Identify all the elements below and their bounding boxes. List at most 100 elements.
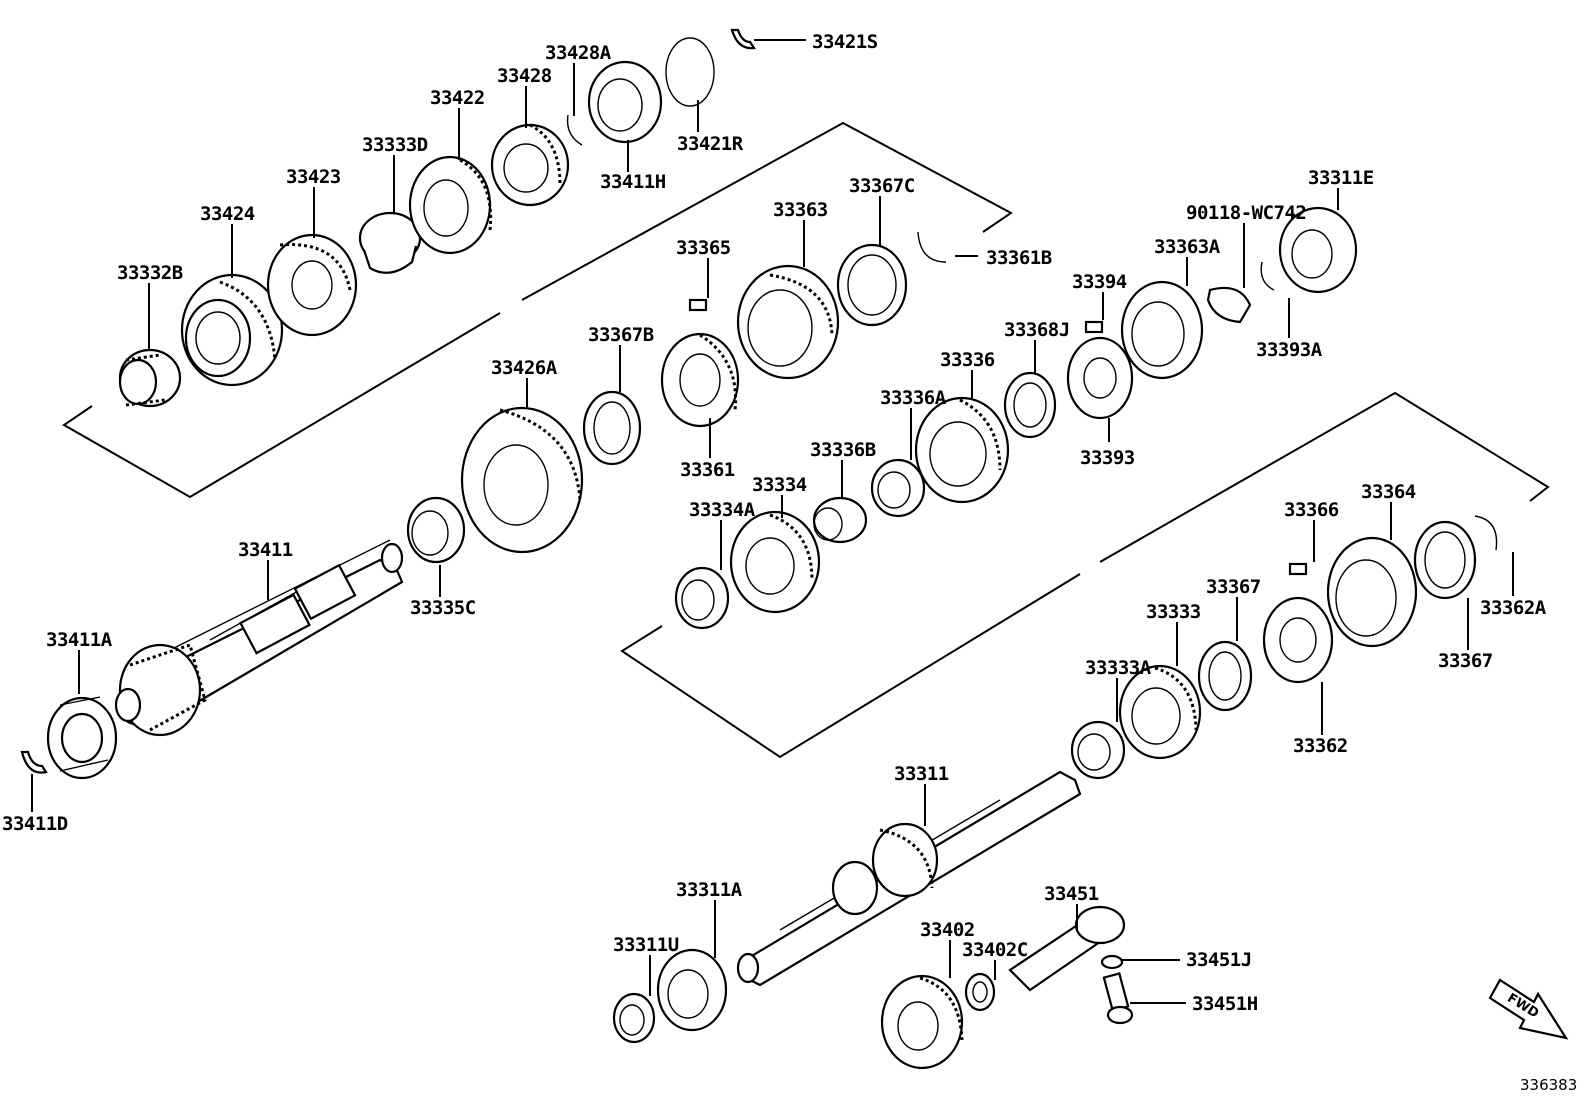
part-label-33428A: 33428A — [545, 42, 612, 64]
part-label-33411H: 33411H — [600, 171, 666, 193]
part-label-33411: 33411 — [238, 539, 293, 561]
part-label-33422: 33422 — [430, 87, 485, 109]
part-label-33364: 33364 — [1361, 481, 1416, 503]
part-label-33368J: 33368J — [1004, 319, 1070, 341]
gear-33424 — [180, 273, 284, 387]
fwd-arrow-icon: FWD — [1488, 978, 1569, 1040]
leader-lines — [31, 39, 1514, 1004]
gear-33333 — [1118, 664, 1202, 760]
part-label-33421R: 33421R — [677, 133, 744, 155]
sleeve-33364 — [1326, 536, 1418, 648]
part-label-33365: 33365 — [676, 237, 731, 259]
part-label-33311E: 33311E — [1308, 167, 1374, 189]
snap-ring-33421R — [665, 37, 715, 107]
sleeve-33333D — [358, 211, 422, 274]
snap-ring-33362A — [1474, 515, 1498, 551]
part-label-33363A: 33363A — [1154, 236, 1221, 258]
part-label-33393A: 33393A — [1256, 339, 1323, 361]
part-label-33451H: 33451H — [1192, 993, 1258, 1015]
washer-33402C — [964, 972, 996, 1012]
washer-33451J — [1100, 954, 1124, 970]
part-label-33411D: 33411D — [2, 813, 68, 835]
sleeve-33363A — [1120, 280, 1204, 380]
figure-reference-number: 336383 — [1520, 1076, 1577, 1094]
needle-bearing-33336A — [870, 458, 926, 518]
part-label-33361B: 33361B — [986, 247, 1052, 269]
sync-ring-33368J — [1003, 371, 1057, 439]
part-label-33334: 33334 — [752, 474, 807, 496]
collar-33336B — [812, 496, 868, 544]
part-label-33336B: 33336B — [810, 439, 876, 461]
middle-group-frame — [620, 391, 1550, 759]
hub-33393 — [1066, 336, 1134, 420]
part-label-33428: 33428 — [497, 65, 552, 87]
plate-90118-WC742 — [1206, 286, 1252, 324]
bolt-33451H — [1102, 972, 1134, 1025]
part-label-33332B: 33332B — [117, 262, 183, 284]
sync-ring-33367-left — [1197, 640, 1253, 712]
part-label-33424: 33424 — [200, 203, 255, 225]
needle-bearing-33335C — [406, 496, 466, 564]
shaft-33451 — [1008, 905, 1126, 992]
part-label-33362A: 33362A — [1480, 597, 1547, 619]
part-label-33367-lower: 33367 — [1438, 650, 1493, 672]
needle-bearing-33333A — [1070, 720, 1126, 780]
bearing-33311A — [656, 948, 728, 1032]
part-label-33311: 33311 — [894, 763, 949, 785]
snap-ring-33393A — [1260, 261, 1275, 291]
part-label-33402C: 33402C — [962, 939, 1028, 961]
part-label-33311U: 33311U — [613, 934, 679, 956]
part-label-33333: 33333 — [1146, 601, 1201, 623]
part-label-90118-WC742: 90118-WC742 — [1186, 202, 1306, 224]
part-label-33367-upper: 33367 — [1206, 576, 1261, 598]
part-label-33411A: 33411A — [46, 629, 113, 651]
part-label-33361: 33361 — [680, 459, 735, 481]
sync-ring-33367-right — [1413, 520, 1477, 600]
input-shaft-33411 — [114, 539, 404, 737]
output-shaft-33311 — [736, 770, 1082, 987]
part-label-33393: 33393 — [1080, 447, 1135, 469]
key-33365 — [688, 298, 708, 312]
needle-bearing-33334A — [674, 566, 730, 630]
part-label-33335C: 33335C — [410, 597, 476, 619]
upper-group-frame — [62, 121, 1013, 499]
part-label-33362: 33362 — [1293, 735, 1348, 757]
part-label-33367C: 33367C — [849, 175, 915, 197]
hub-33362 — [1262, 596, 1334, 684]
snap-ring-33411D — [20, 750, 48, 774]
part-label-33451: 33451 — [1044, 883, 1099, 905]
gear-33336 — [914, 396, 1010, 504]
part-labels: 33421S 33428A 33428 33422 33333D 33421R … — [2, 31, 1547, 1015]
part-label-33334A: 33334A — [689, 499, 756, 521]
part-label-33311A: 33311A — [676, 879, 743, 901]
key-33394 — [1084, 320, 1104, 334]
gear-33423 — [266, 233, 358, 337]
part-label-33394: 33394 — [1072, 271, 1127, 293]
gear-33428 — [490, 123, 570, 207]
snap-ring-33421S — [730, 28, 756, 50]
part-label-33421S: 33421S — [812, 31, 878, 53]
part-label-33402: 33402 — [920, 919, 975, 941]
sleeve-33363 — [736, 264, 840, 380]
part-label-33451J: 33451J — [1186, 949, 1252, 971]
seal-33311U — [612, 992, 656, 1044]
part-label-33363: 33363 — [773, 199, 828, 221]
bearing-33311E — [1278, 206, 1358, 294]
part-label-33333D: 33333D — [362, 134, 428, 156]
sync-ring-33367B — [582, 390, 642, 466]
hub-33361 — [660, 332, 740, 428]
gear-33402 — [880, 974, 964, 1070]
part-label-33336: 33336 — [940, 349, 995, 371]
part-label-33423: 33423 — [286, 166, 341, 188]
part-label-33366: 33366 — [1284, 499, 1339, 521]
bearing-33411H — [587, 60, 663, 144]
sync-ring-33367C — [836, 243, 908, 327]
bearing-33411A — [46, 696, 118, 780]
part-label-33367B: 33367B — [588, 324, 654, 346]
gear-33334 — [729, 510, 821, 614]
part-label-33426A: 33426A — [491, 357, 558, 379]
snap-ring-33428A — [566, 114, 583, 146]
part-label-33333A: 33333A — [1085, 657, 1152, 679]
part-label-33336A: 33336A — [880, 387, 947, 409]
